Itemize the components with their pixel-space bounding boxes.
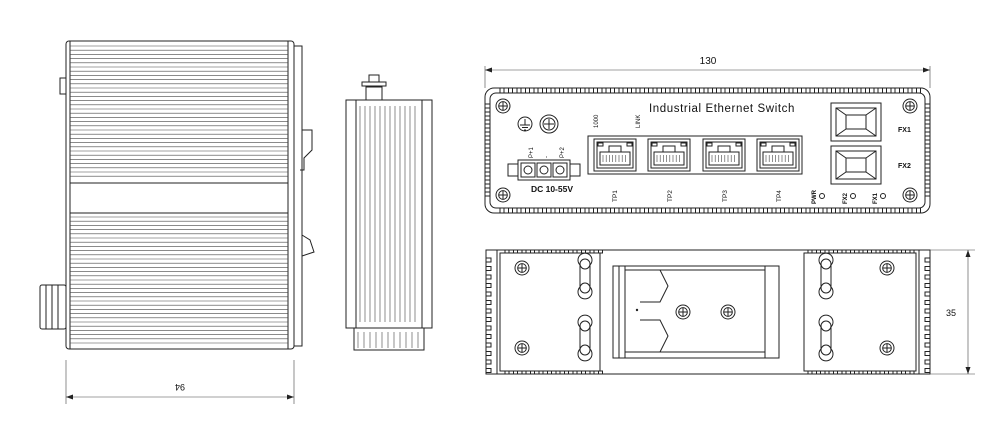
dimension-width-label: 130 [700,56,717,67]
front-panel: 130 Industrial Ethernet Switch 1000 LINK [484,56,931,214]
ground-screw-icon [539,114,559,134]
dimension-length-label: 94 [175,382,185,392]
fiber-port-fx1 [830,102,882,142]
front-top-fins [484,87,931,197]
led-label-pwr: PWR [812,189,818,204]
fx1-led [880,193,886,199]
led-label-link: LINK [636,115,642,128]
led-label-fx2: FX2 [843,192,849,204]
fx2-led [850,193,856,199]
fiber-port-fx2 [830,145,882,185]
fiber-label-fx1: FX1 [898,127,911,134]
led-label-fx1: FX1 [873,192,879,204]
rj45-ports [593,138,800,172]
front-corner-screws [495,98,918,203]
bottom-view-bottom-fins [504,257,931,375]
dimension-height-label: 35 [946,308,956,318]
ground-icon [517,116,533,132]
bottom-view: 35 [485,249,975,375]
end-fins [359,106,416,322]
pwr-led [819,193,825,199]
end-bottom-fins [357,332,419,348]
panel-title: Industrial Ethernet Switch [649,103,795,115]
side-fins [70,45,288,344]
bottom-view-top-fins [485,249,915,373]
power-terminal-minus: - [544,156,550,158]
mounting-slots [577,252,834,362]
power-terminal-p1: P+1 [529,146,535,158]
port-label-tp3: TP3 [722,190,729,202]
power-terminal-block [520,162,568,178]
power-input-label: DC 10-55V [531,184,573,194]
port-label-tp1: TP1 [612,190,619,202]
side-view: 94 [39,40,315,404]
bottom-screws [514,260,895,356]
port-label-tp4: TP4 [776,190,783,202]
led-label-1000: 1000 [594,114,600,128]
fiber-label-fx2: FX2 [898,163,911,170]
front-bottom-fins [499,207,921,214]
end-view [345,74,433,351]
port-label-tp2: TP2 [667,190,674,202]
power-terminal-p2: P+2 [560,146,566,158]
